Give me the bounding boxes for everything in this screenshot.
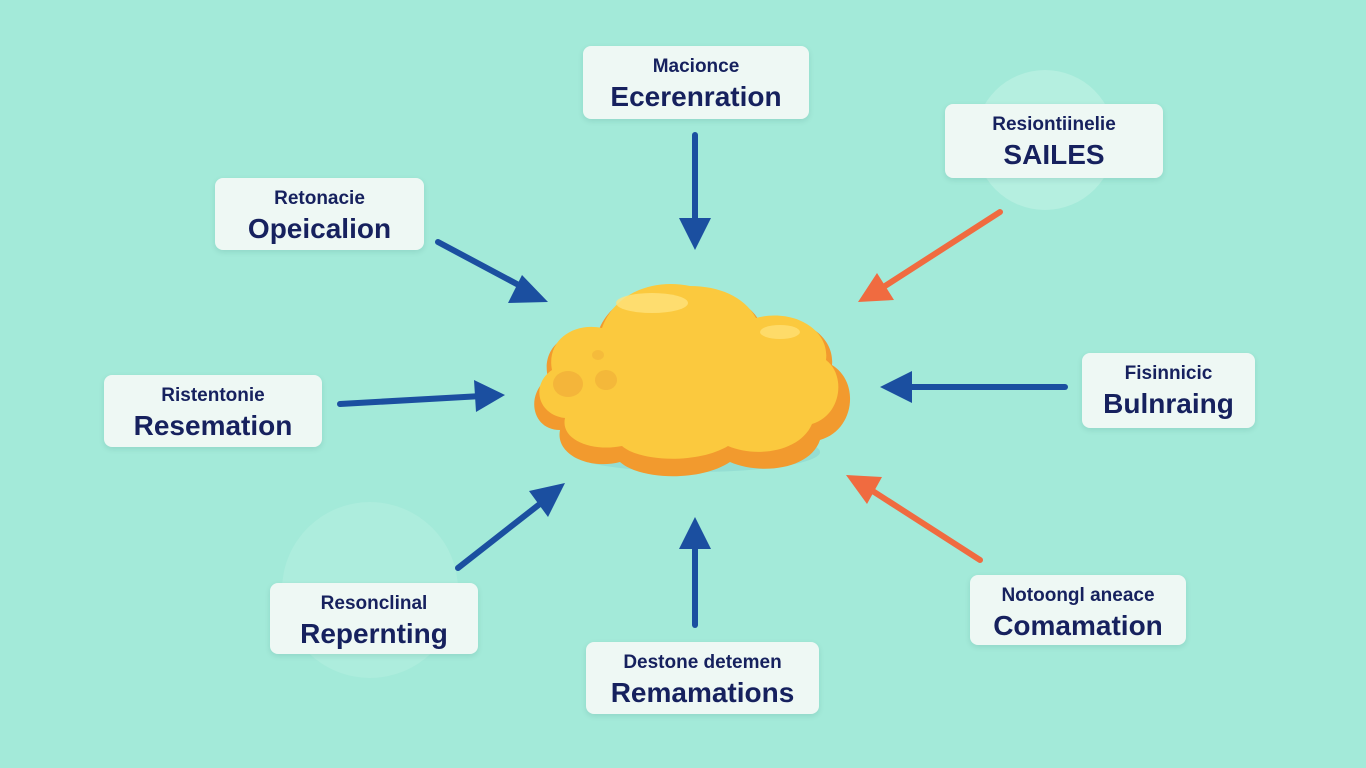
node-bottom-subtitle: Destone detemen: [623, 652, 782, 673]
node-left-subtitle: Ristentonie: [161, 385, 265, 406]
node-bottom-title: Remamations: [610, 677, 795, 708]
arrow-top-right: [882, 209, 1003, 289]
arrow-bottom-right: [865, 485, 983, 563]
node-bottom-left-subtitle: Resonclinal: [320, 593, 428, 614]
node-top-subtitle: Macionce: [652, 56, 740, 77]
cloud-spot: [592, 350, 604, 360]
arrow-right-head: [880, 371, 912, 403]
node-bottom-right: Notoongl aneace Comamation: [970, 575, 1186, 645]
node-top-right: Resiontiinelie SAILES: [945, 104, 1163, 178]
arrow-bottom-right-head: [846, 475, 882, 504]
node-left-title: Resemation: [133, 410, 293, 441]
node-left-upper-title: Opeicalion: [247, 213, 392, 244]
node-left-upper-subtitle: Retonacie: [274, 188, 365, 209]
cloud-highlight: [760, 325, 800, 339]
node-top: Macionce Ecerenration: [583, 46, 809, 119]
node-top-right-subtitle: Resiontiinelie: [992, 114, 1116, 135]
arrow-left-head: [474, 380, 505, 412]
node-bottom-left-title: Repernting: [300, 618, 448, 649]
node-right: Fisinnicic Bulnraing: [1082, 353, 1255, 428]
arrow-bottom-left: [455, 493, 553, 571]
arrow-left-upper: [435, 239, 531, 293]
node-bottom-right-title: Comamation: [993, 610, 1163, 641]
cloud-highlight: [616, 293, 688, 313]
node-right-subtitle: Fisinnicic: [1124, 363, 1213, 384]
node-right-title: Bulnraing: [1103, 388, 1234, 419]
node-left-upper: Retonacie Opeicalion: [215, 178, 424, 250]
node-top-title: Ecerenration: [610, 81, 782, 112]
cloud-body: [539, 283, 839, 459]
node-top-right-title: SAILES: [1003, 139, 1105, 170]
arrow-top-right-head: [858, 273, 894, 302]
node-bottom-left: Resonclinal Repernting: [270, 583, 478, 654]
node-bottom-right-subtitle: Notoongl aneace: [1001, 585, 1155, 606]
arrow-top-head: [679, 218, 711, 250]
arrow-bottom-head: [679, 517, 711, 549]
arrow-bottom-left-head: [529, 483, 565, 517]
node-left: Ristentonie Resemation: [104, 375, 322, 447]
arrow-left: [337, 393, 485, 407]
cloud-spot: [595, 370, 617, 390]
arrow-left-upper-head: [508, 275, 548, 303]
cloud-spot: [553, 371, 583, 397]
node-bottom: Destone detemen Remamations: [586, 642, 819, 714]
